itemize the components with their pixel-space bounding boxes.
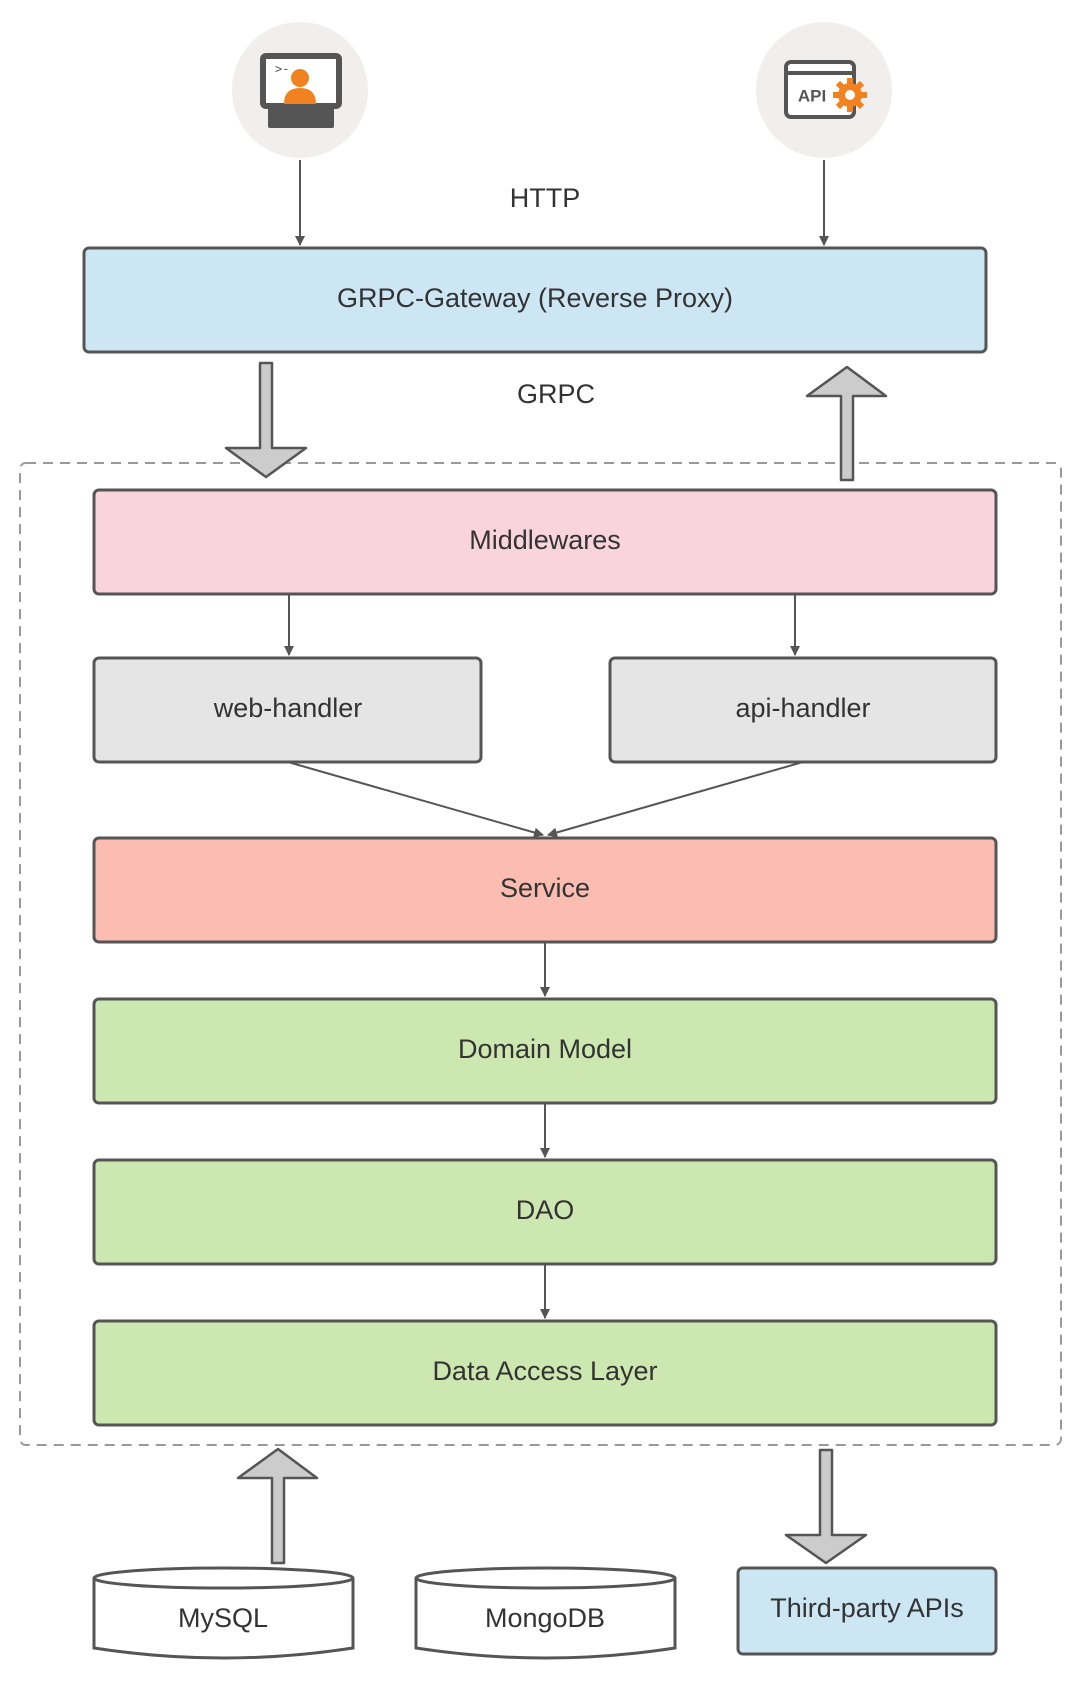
svg-text:>-: >- bbox=[275, 62, 289, 76]
arrow-web-to-service bbox=[287, 761, 544, 838]
mongodb-database: MongoDB bbox=[414, 1566, 677, 1660]
svg-text:API: API bbox=[798, 86, 826, 105]
web-handler-label: web-handler bbox=[213, 693, 363, 723]
grpc-label: GRPC bbox=[517, 379, 595, 409]
data-access-layer-box bbox=[92, 1319, 998, 1427]
mysql-database: MySQL bbox=[92, 1566, 355, 1660]
middlewares-label: Middlewares bbox=[469, 525, 621, 555]
gateway-label: GRPC-Gateway (Reverse Proxy) bbox=[337, 283, 733, 313]
gateway-box bbox=[82, 246, 988, 354]
service-label: Service bbox=[500, 873, 590, 903]
third-party-apis-label: Third-party APIs bbox=[770, 1593, 964, 1623]
web-client-icon: >- bbox=[232, 22, 368, 158]
mysql-label: MySQL bbox=[178, 1603, 268, 1633]
api-handler-label: api-handler bbox=[735, 693, 870, 723]
third-party-apis-box bbox=[736, 1566, 998, 1656]
domain-model-label: Domain Model bbox=[458, 1034, 632, 1064]
grpc-up-arrow bbox=[805, 365, 888, 482]
service-boundary bbox=[19, 462, 1062, 1446]
web-handler-box bbox=[92, 656, 483, 764]
middlewares-box bbox=[92, 488, 998, 596]
http-label: HTTP bbox=[510, 183, 581, 213]
dao-label: DAO bbox=[516, 1195, 575, 1225]
mongodb-label: MongoDB bbox=[485, 1603, 605, 1633]
api-gear-icon: API bbox=[756, 22, 892, 158]
third-party-down-arrow bbox=[784, 1448, 868, 1565]
grpc-down-arrow bbox=[224, 361, 308, 479]
arrow-api-to-service bbox=[547, 761, 804, 838]
mysql-up-arrow bbox=[236, 1447, 319, 1565]
data-access-layer-label: Data Access Layer bbox=[432, 1356, 657, 1386]
